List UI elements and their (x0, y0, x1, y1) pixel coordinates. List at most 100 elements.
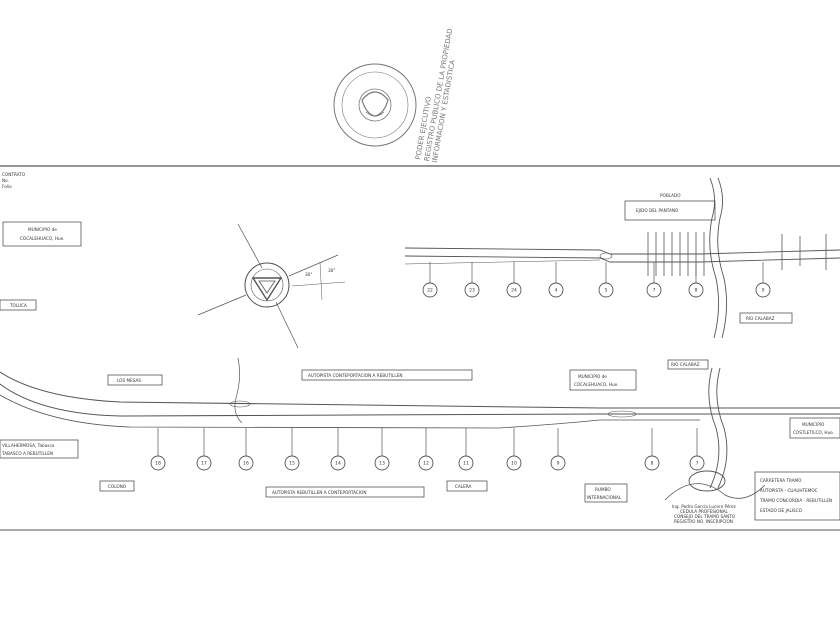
svg-text:COSTLETILCO, Hue.: COSTLETILCO, Hue. (793, 430, 834, 435)
svg-text:COLONO: COLONO (108, 484, 127, 489)
station-label: 7 (653, 288, 656, 294)
station-circle (644, 455, 660, 471)
station-label: 14 (335, 461, 341, 467)
small-right-box: RUMBO INTERNACIONAL (584, 483, 628, 503)
municipio-right-box: MUNICIPIO COSTLETILCO, Hue. (789, 417, 840, 439)
svg-text:COCALEHUACO, Hue.: COCALEHUACO, Hue. (20, 236, 65, 241)
svg-text:RIO CALABAZ: RIO CALABAZ (671, 362, 700, 367)
header-left: CONTRATO No. Folio (2, 172, 26, 189)
station-circle (506, 455, 522, 471)
station-label: 17 (201, 461, 207, 467)
angle-label-1: 30° (305, 272, 312, 277)
station-marker: 11 (458, 428, 474, 471)
station-label: 15 (289, 461, 295, 467)
river-top (709, 177, 727, 339)
station-marker: 9 (550, 428, 566, 471)
municipio-top-box: MUNICIPIO de COCALEHUACO, Hue. (2, 221, 82, 247)
small-mid-box: CALERA (446, 480, 488, 492)
stream-left (234, 357, 243, 424)
svg-text:AUTOPISTA CONTEPORTACION A REB: AUTOPISTA CONTEPORTACION A REBUTILLEN (308, 373, 402, 378)
station-label: 9 (762, 288, 765, 294)
station-circle (548, 282, 564, 298)
svg-text:REGISTRO NO. INSCRIPCION: REGISTRO NO. INSCRIPCION (674, 519, 733, 524)
station-marker: 4 (548, 262, 564, 298)
station-label: 11 (463, 461, 469, 467)
station-label: 22 (427, 288, 433, 294)
river-bottom (708, 367, 728, 489)
small-left-box: COLONO (99, 480, 135, 492)
svg-text:CEDULA PROFESIONAL: CEDULA PROFESIONAL (680, 509, 728, 514)
svg-text:Ing. Pedro García Lucero Pérez: Ing. Pedro García Lucero Pérez (672, 504, 737, 509)
svg-text:TRAMO CONCORDIA - REBUTILLEN: TRAMO CONCORDIA - REBUTILLEN (759, 498, 832, 503)
station-marker: 7 (646, 262, 662, 298)
station-circle (422, 282, 438, 298)
los-mesas-box: LOS MESAS (107, 374, 163, 386)
station-label: 4 (555, 288, 558, 294)
svg-text:CALERA: CALERA (455, 484, 472, 489)
svg-text:AUTOPISTA - CUAUHTEMOC: AUTOPISTA - CUAUHTEMOC (760, 488, 818, 493)
station-marker: 8 (644, 428, 660, 471)
station-marker: 14 (330, 428, 346, 471)
poblado-box: POBLADO EJIDO DEL PANTANO (624, 193, 716, 221)
station-circle (464, 282, 480, 298)
station-label: 24 (511, 288, 517, 294)
svg-text:ESTADO DE JALISCO: ESTADO DE JALISCO (760, 508, 803, 513)
station-circle (550, 455, 566, 471)
north-arrow: 30° 30° (197, 223, 346, 349)
station-circle (238, 455, 254, 471)
station-circle (196, 455, 212, 471)
svg-text:TOLUCA: TOLUCA (9, 303, 27, 308)
station-label: 12 (423, 461, 429, 467)
station-label: 5 (605, 288, 608, 294)
stations-top: 22 23 24 4 5 7 8 9 (422, 262, 771, 298)
station-circle (418, 455, 434, 471)
svg-text:TABASCO A REBUTILLEN: TABASCO A REBUTILLEN (1, 451, 53, 456)
station-marker: 5 (598, 262, 614, 298)
station-marker: 17 (196, 428, 212, 471)
station-marker: 22 (422, 262, 438, 298)
angle-label-2: 30° (328, 268, 335, 273)
svg-text:CARRETERA TRAMO: CARRETERA TRAMO (760, 478, 802, 483)
station-label: 23 (469, 288, 475, 294)
svg-text:EJIDO DEL PANTANO: EJIDO DEL PANTANO (636, 208, 679, 213)
station-label: 8 (695, 288, 698, 294)
municipio-mid-box: MUNICIPIO de COCALEHUACO, Hue. (569, 369, 637, 391)
station-label: 16 (243, 461, 249, 467)
svg-text:LOS MESAS: LOS MESAS (117, 378, 141, 383)
station-circle (689, 455, 705, 471)
station-marker: 12 (418, 428, 434, 471)
highway-main (0, 371, 840, 429)
svg-text:COCALEHUACO, Hue.: COCALEHUACO, Hue. (574, 382, 619, 387)
station-marker: 23 (464, 262, 480, 298)
station-circle (284, 455, 300, 471)
svg-text:RIO CALABAZ: RIO CALABAZ (746, 316, 775, 321)
signature-block: Ing. Pedro García Lucero Pérez CEDULA PR… (664, 470, 766, 524)
station-circle (458, 455, 474, 471)
svg-text:Folio: Folio (2, 184, 12, 189)
autopista-top-box: AUTOPISTA CONTEPORTACION A REBUTILLEN (301, 369, 473, 381)
svg-text:MUNICIPIO de: MUNICIPIO de (28, 227, 57, 232)
station-label: 18 (155, 461, 161, 467)
svg-text:VILLAHERMOSA, Tabasco: VILLAHERMOSA, Tabasco (2, 443, 55, 448)
station-circle (330, 455, 346, 471)
station-marker: 16 (238, 428, 254, 471)
station-circle (598, 282, 614, 298)
station-marker: 9 (755, 262, 771, 298)
autopista-bottom-box: AUTOPISTA REBUTILLEN A CONTEPORTACION (265, 486, 425, 498)
station-label: 10 (511, 461, 517, 467)
station-marker: 24 (506, 262, 522, 298)
stamp-text: PODER EJECUTIVO REGISTRO PUBLICO DE LA P… (414, 28, 457, 163)
svg-text:AUTOPISTA REBUTILLEN A CONTEPO: AUTOPISTA REBUTILLEN A CONTEPORTACION (272, 490, 366, 495)
rio-top-label: RIO CALABAZ (739, 312, 793, 324)
station-label: 7 (696, 461, 699, 467)
station-label: 9 (557, 461, 560, 467)
station-marker: 8 (688, 262, 704, 298)
station-circle (374, 455, 390, 471)
station-label: 8 (651, 461, 654, 467)
svg-text:RUMBO: RUMBO (595, 487, 611, 492)
svg-text:POBLADO: POBLADO (660, 193, 681, 198)
station-circle (688, 282, 704, 298)
svg-text:CONSEJO DEL TRAMO SANTO: CONSEJO DEL TRAMO SANTO (674, 514, 736, 519)
rio-right-label: RIO CALABAZ (667, 359, 709, 370)
